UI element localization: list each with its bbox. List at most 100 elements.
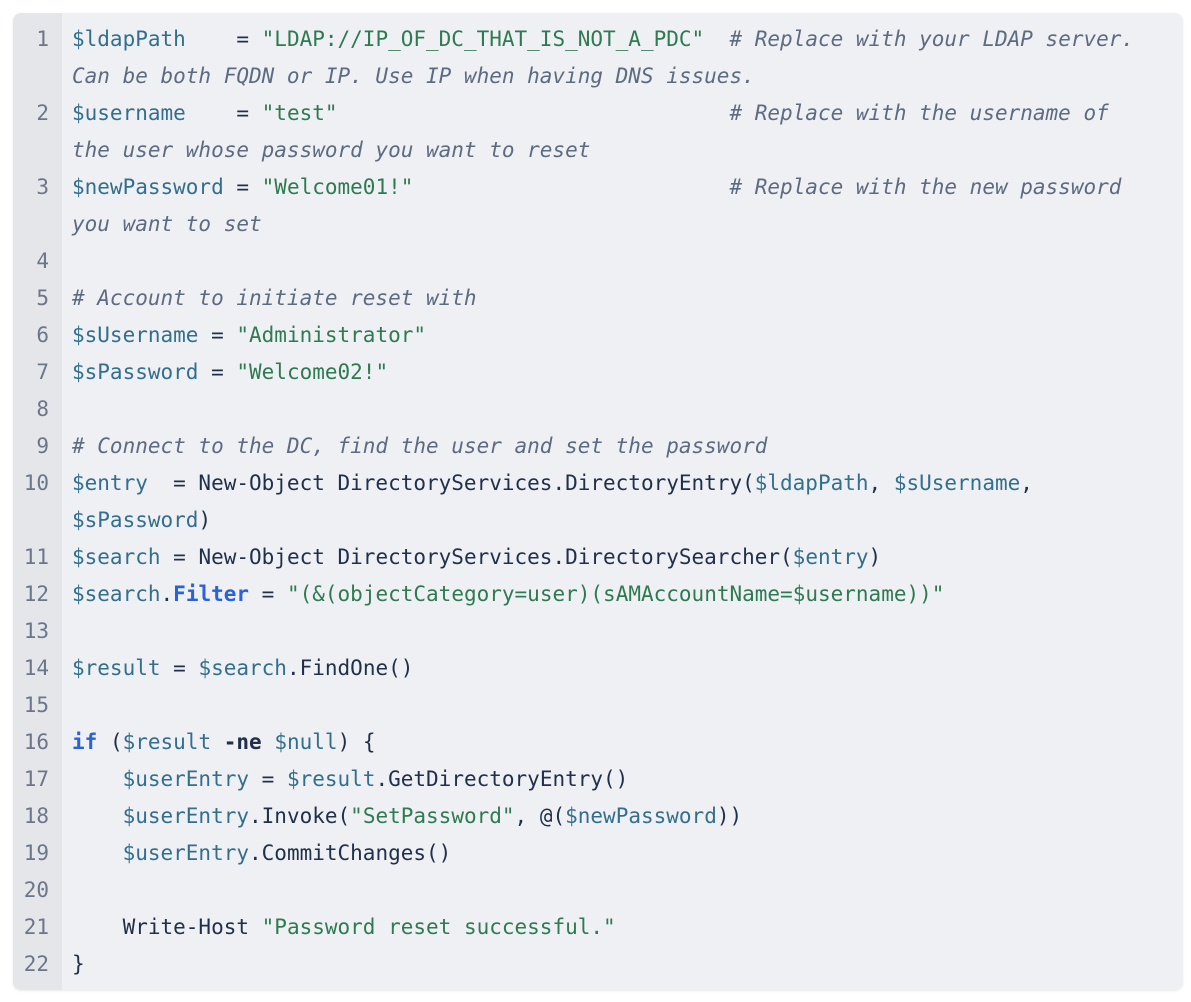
code-token-plain: =	[198, 360, 237, 384]
code-token-var: $search	[72, 582, 161, 606]
code-line: 22}	[13, 946, 1183, 983]
code-token-var: $result	[286, 767, 376, 791]
code-token-com: # Account to initiate reset with	[72, 286, 477, 310]
code-token-var: $newPassword	[72, 175, 224, 199]
code-token-var: $search	[198, 656, 287, 680]
code-token-var: $result	[72, 656, 161, 680]
code-line: 1 $ldapPath = "LDAP://IP_OF_DC_THAT_IS_NO…	[13, 21, 1183, 58]
code-line: 3$newPassword = "Welcome01!" # Replace w…	[13, 169, 1183, 206]
code-token-com: Can be both FQDN or IP. Use IP when havi…	[72, 64, 755, 88]
code-token-var: $userEntry	[122, 841, 250, 865]
code-token-plain: =	[249, 582, 287, 606]
code-token-plain: =	[160, 656, 199, 680]
line-number: 7	[36, 360, 49, 384]
line-number: 1	[36, 27, 49, 51]
line-number: 12	[23, 582, 49, 606]
code-line: 15	[13, 687, 1183, 724]
code-token-plain: =	[185, 27, 262, 51]
code-line: 7 $sPassword = "Welcome02!"	[13, 354, 1183, 391]
code-token-plain	[72, 841, 123, 865]
code-line: 17 $userEntry = $result.GetDirectoryEntr…	[13, 761, 1183, 798]
code-line: 11 $search = New-Object DirectoryServices…	[13, 539, 1183, 576]
code-token-str: "test"	[261, 101, 338, 125]
code-line: 20	[13, 872, 1183, 909]
code-token-plain: ))	[716, 804, 743, 828]
code-token-str: "Administrator"	[236, 323, 427, 347]
code-block: 1 $ldapPath = "LDAP://IP_OF_DC_THAT_IS_NO…	[13, 13, 1183, 990]
code-text: $search.Filter = "(&(objectCategory=user…	[62, 576, 1183, 613]
code-text: $ldapPath = "LDAP://IP_OF_DC_THAT_IS_NOT…	[62, 21, 1183, 58]
code-line: 14$result = $search.FindOne()	[13, 650, 1183, 687]
code-line: 12 $search.Filter = "(&(objectCategory=us…	[13, 576, 1183, 613]
line-number: 19	[23, 841, 49, 865]
code-token-var: $userEntry	[122, 767, 250, 791]
code-text: $userEntry.CommitChanges()	[62, 835, 1183, 872]
code-token-plain: = New-Object DirectoryServices.Directory…	[147, 471, 755, 495]
line-number: 16	[23, 730, 49, 754]
code-line: 19 $userEntry.CommitChanges()	[13, 835, 1183, 872]
code-token-plain: .Invoke(	[249, 804, 351, 828]
code-token-plain	[262, 730, 275, 754]
line-number: 9	[36, 434, 49, 458]
code-line: Can be both FQDN or IP. Use IP when havi…	[13, 58, 1183, 95]
code-token-var: $ldapPath	[72, 27, 186, 51]
code-token-plain: Write-Host	[72, 915, 262, 939]
code-token-com: # Replace with your LDAP server.	[729, 27, 1135, 51]
code-token-str: "Welcome02!"	[236, 360, 389, 384]
code-token-var: $username	[72, 101, 186, 125]
code-token-plain: =	[249, 767, 287, 791]
code-text: you want to set	[62, 206, 1183, 243]
code-token-plain: .	[160, 582, 174, 606]
line-number: 2	[36, 101, 49, 125]
code-text: $userEntry = $result.GetDirectoryEntry()	[62, 761, 1183, 798]
code-line: the user whose password you want to rese…	[13, 132, 1183, 169]
code-text: Can be both FQDN or IP. Use IP when havi…	[62, 58, 1183, 95]
code-token-kw: Filter	[173, 582, 250, 606]
code-token-plain: )	[868, 545, 882, 569]
line-number: 22	[23, 952, 49, 976]
code-text: $username = "test" # Replace with the us…	[62, 95, 1183, 132]
line-number: 11	[23, 545, 49, 569]
code-line: $sPassword)	[13, 502, 1183, 539]
code-token-str: "(&(objectCategory=user)(sAMAccountName=…	[286, 582, 945, 606]
code-token-com: # Replace with the username of	[729, 101, 1109, 125]
code-token-op: -ne	[223, 730, 262, 754]
code-token-var: $entry	[792, 545, 869, 569]
code-token-plain: (	[97, 730, 123, 754]
code-token-plain	[704, 27, 729, 51]
code-token-plain: =	[223, 175, 262, 199]
code-text: Write-Host "Password reset successful."	[62, 909, 1183, 946]
code-token-plain: )	[198, 508, 212, 532]
code-token-plain: .CommitChanges()	[249, 841, 452, 865]
code-token-plain: ,	[868, 471, 894, 495]
code-token-var: $search	[72, 545, 161, 569]
code-token-var: $sPassword	[72, 360, 199, 384]
code-line: 10$entry = New-Object DirectoryServices.…	[13, 465, 1183, 502]
line-number: 15	[23, 693, 49, 717]
code-token-plain: }	[72, 952, 85, 976]
line-number: 4	[36, 249, 49, 273]
code-line: 8	[13, 391, 1183, 428]
code-token-com: # Replace with the new password	[729, 175, 1122, 199]
code-token-plain: , @(	[514, 804, 566, 828]
code-line: 2 $username = "test" # Replace with the u…	[13, 95, 1183, 132]
code-token-str: "LDAP://IP_OF_DC_THAT_IS_NOT_A_PDC"	[261, 27, 705, 51]
code-token-com: # Connect to the DC, find the user and s…	[72, 434, 768, 458]
code-token-plain: .GetDirectoryEntry()	[375, 767, 629, 791]
code-line: 13	[13, 613, 1183, 650]
code-text: $sUsername = "Administrator"	[62, 317, 1183, 354]
code-token-var: $sUsername	[72, 323, 199, 347]
code-token-str: "SetPassword"	[350, 804, 515, 828]
code-line: 6$sUsername = "Administrator"	[13, 317, 1183, 354]
code-text: $userEntry.Invoke("SetPassword", @($newP…	[62, 798, 1183, 835]
code-token-plain: =	[198, 323, 237, 347]
code-token-plain: ,	[1020, 471, 1033, 495]
code-text: }	[62, 946, 1183, 983]
code-token-plain: ) {	[337, 730, 376, 754]
code-token-plain	[72, 804, 123, 828]
code-text: $search = New-Object DirectoryServices.D…	[62, 539, 1183, 576]
code-text: $entry = New-Object DirectoryServices.Di…	[62, 465, 1183, 502]
line-number: 18	[23, 804, 49, 828]
code-text: $sPassword = "Welcome02!"	[62, 354, 1183, 391]
code-token-var: $result	[122, 730, 212, 754]
